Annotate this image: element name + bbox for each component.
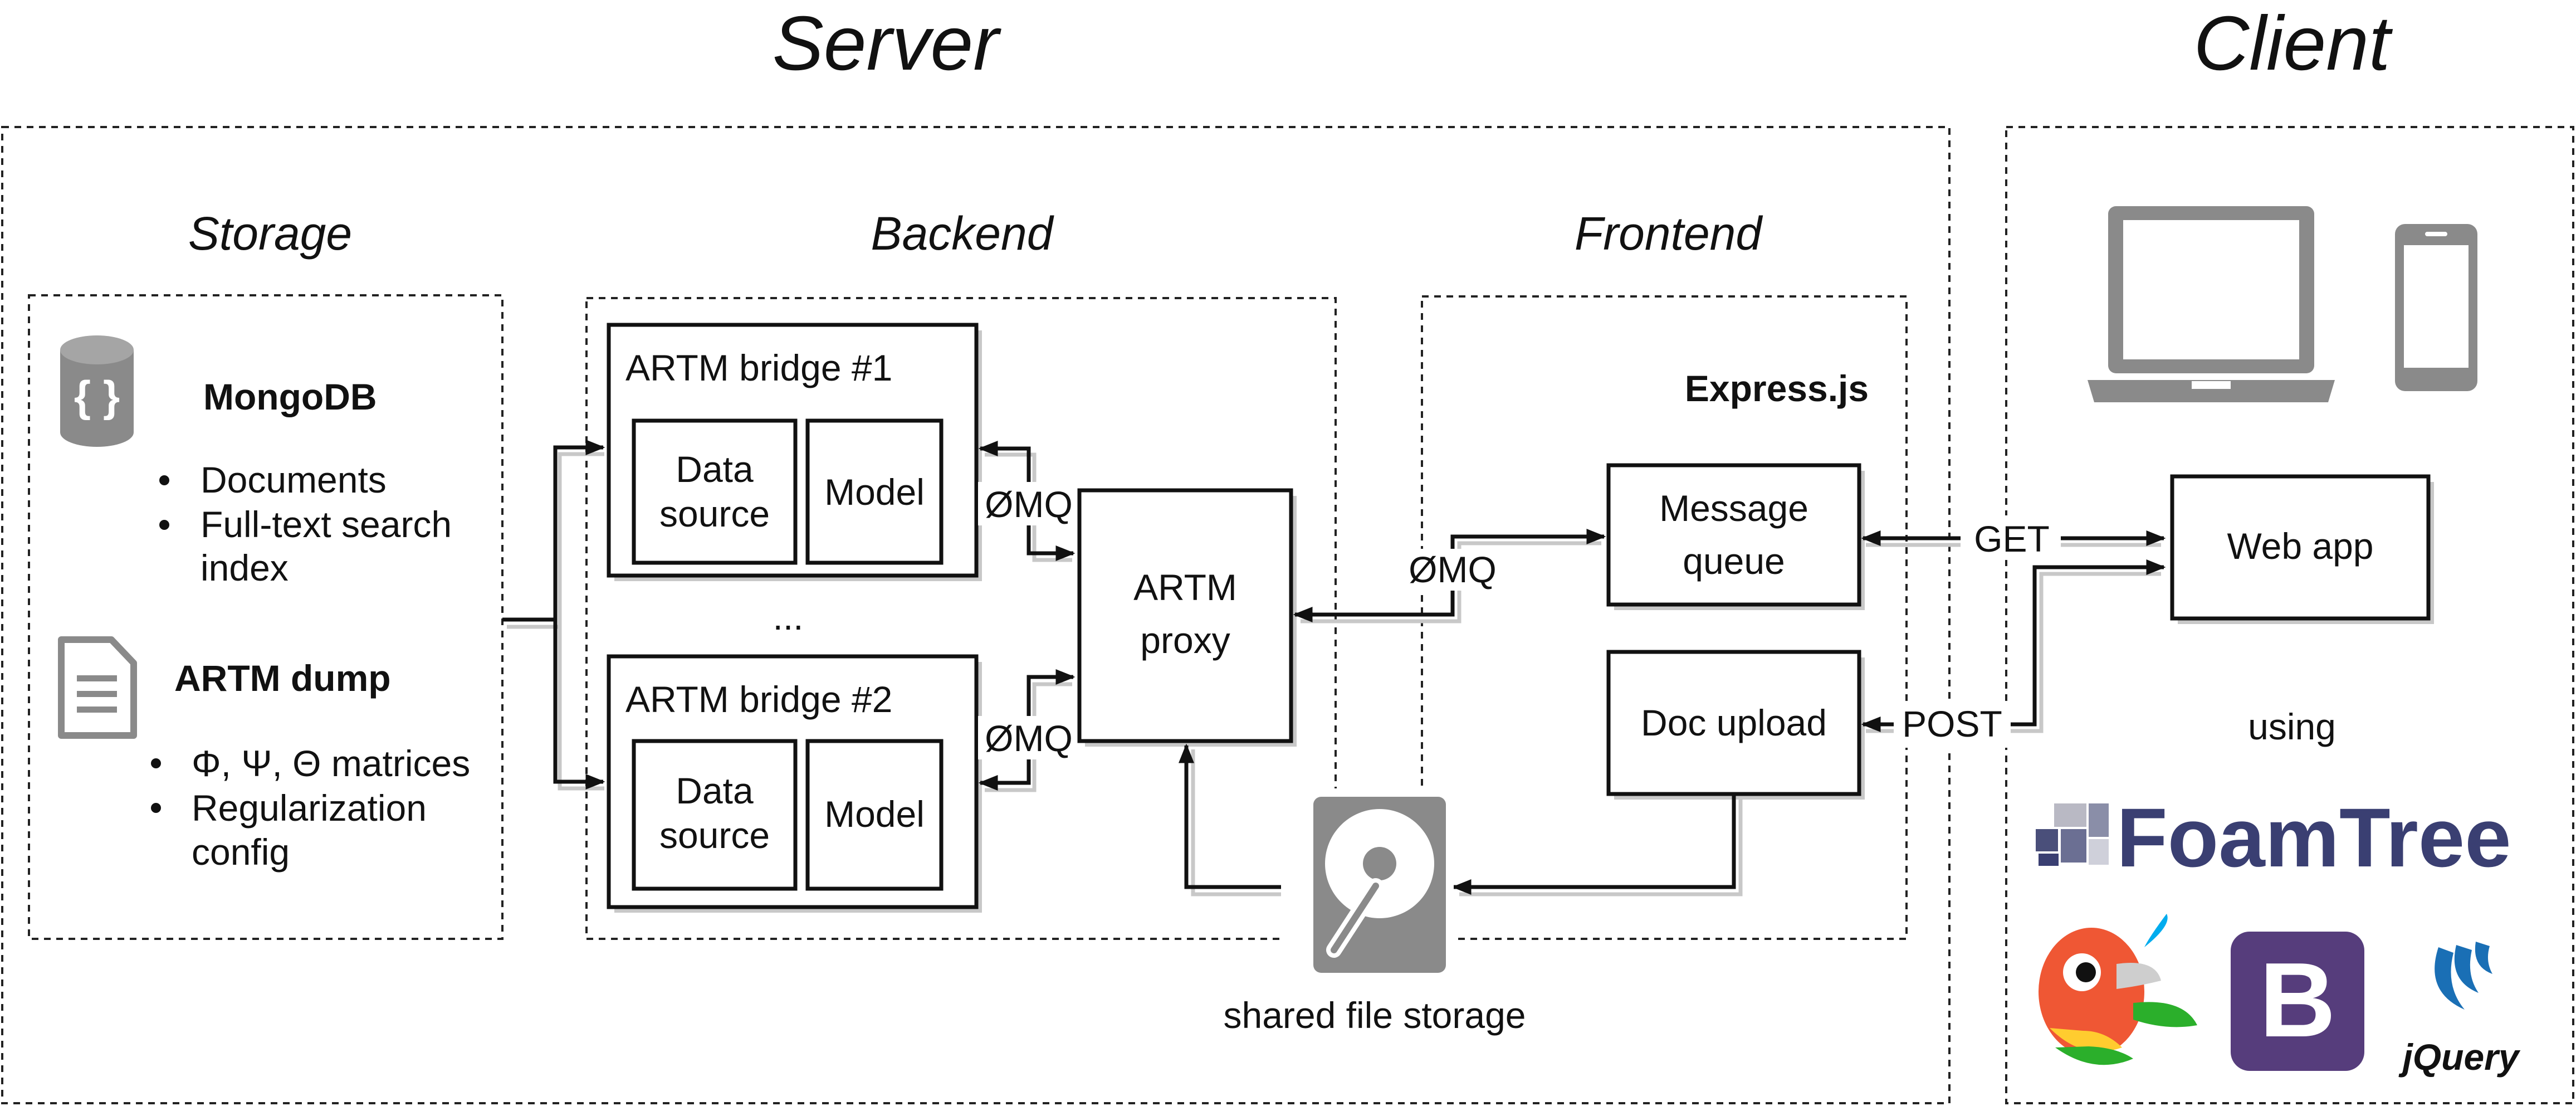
artm-dump-list: Φ, Ψ, Θ matrices Regularization config [151,743,470,873]
model-label: Model [824,793,925,835]
express-title: Express.js [1685,368,1869,409]
web-app: Web app [2170,474,2434,624]
hard-disk-icon [1281,788,1454,978]
list-item: config [192,831,290,873]
proxy-label: proxy [1140,620,1230,661]
zmq-connector-1: ØMQ [978,441,1079,562]
artm-bridge-2: ARTM bridge #2 Data source Model [607,654,982,913]
get-connector: GET [1861,515,2166,560]
laptop-icon [2088,206,2335,402]
web-app-label: Web app [2227,525,2374,567]
bootstrap-logo: B [2231,932,2364,1071]
mongodb-title: MongoDB [203,376,377,417]
foamtree-logo: FoamTree [2036,791,2511,884]
jquery-logo: jQuery [2398,942,2521,1078]
zmq-connector-2: ØMQ [978,669,1079,792]
artm-bridge-1: ARTM bridge #1 Data source Model [607,323,982,581]
client-title: Client [2194,1,2393,86]
message-queue: Message queue [1606,463,1865,610]
upload-storage-connector [1179,743,1743,897]
bower-logo [2039,914,2197,1065]
message-queue-label: Message [1659,488,1808,529]
storage-to-bridges-connector [502,440,605,791]
doc-upload-label: Doc upload [1641,702,1827,743]
model-box [805,418,944,565]
mongodb-list: Documents Full-text search index [159,459,452,588]
post-connector: POST [1861,559,2166,748]
zmq-label: ØMQ [985,484,1073,525]
proxy-label: ARTM [1133,567,1237,608]
frontend-section-title: Frontend [1575,207,1763,260]
post-label: POST [1902,703,2002,744]
storage-region [28,294,504,940]
message-queue-label: queue [1683,540,1785,582]
svg-text:{ }: { } [74,372,120,421]
bootstrap-glyph: B [2259,941,2335,1059]
bridges-ellipsis: ... [773,596,803,637]
get-label: GET [1974,518,2050,559]
data-source-label: Data [676,449,754,490]
data-source-label: Data [676,770,754,811]
list-item: index [201,547,289,588]
doc-upload: Doc upload [1606,650,1865,800]
data-source-label: source [659,815,770,856]
foamtree-wordmark: FoamTree [2116,791,2511,884]
artm-proxy: ARTM proxy [1077,488,1297,747]
bridge-1-title: ARTM bridge #1 [625,347,892,388]
model-label: Model [824,471,925,513]
zmq-connector-3: ØMQ [1293,529,1606,623]
artm-dump-title: ARTM dump [174,657,391,699]
server-title: Server [773,1,1001,86]
document-icon [58,636,137,739]
jquery-wordmark: jQuery [2398,1036,2520,1078]
shared-storage-label: shared file storage [1224,995,1526,1036]
data-source-box [632,739,798,891]
list-item: Φ, Ψ, Θ matrices [192,743,470,784]
storage-section-title: Storage [188,207,352,260]
backend-section-title: Backend [871,207,1054,260]
using-label: using [2248,706,2336,747]
data-source-box [632,418,798,565]
list-item: Regularization [192,787,427,829]
database-icon: { } [60,335,134,447]
list-item: Documents [201,459,387,500]
phone-icon [2395,224,2477,391]
server-region [1,126,1951,1104]
list-item: Full-text search [201,504,452,545]
model-box [805,739,944,891]
zmq-label: ØMQ [1409,549,1497,590]
data-source-label: source [659,493,770,534]
zmq-label: ØMQ [985,718,1073,759]
bridge-2-title: ARTM bridge #2 [625,679,892,720]
